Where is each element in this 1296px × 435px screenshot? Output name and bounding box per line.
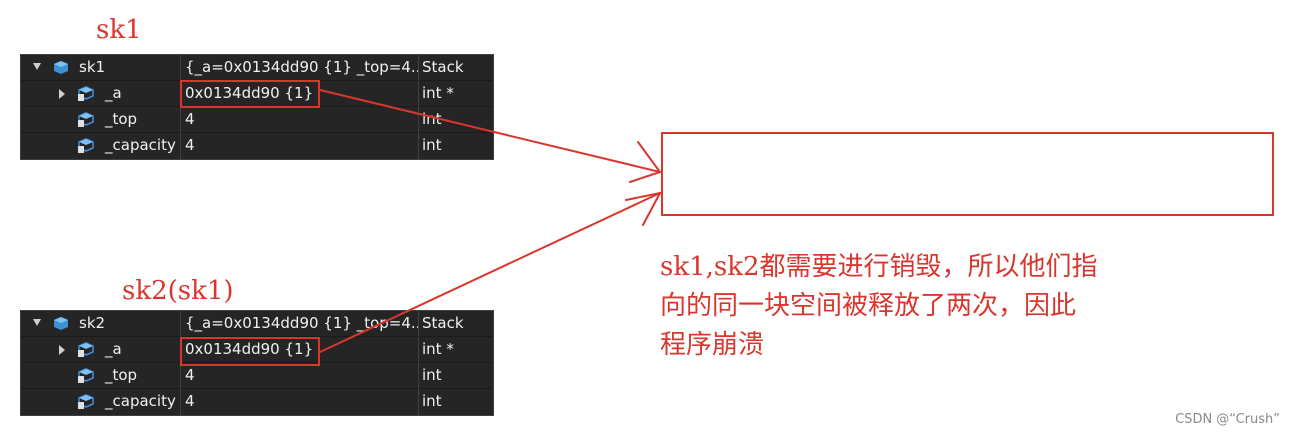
protected-member-icon [77,394,95,414]
shared-memory-box [661,132,1274,216]
watch-row-capacity[interactable]: _capacity 4 int [21,133,493,159]
protected-member-icon [77,112,95,132]
variable-name: sk1 [79,58,106,76]
variable-name: _a [105,84,122,102]
variable-value[interactable]: 0x0134dd90 {1} [181,81,419,107]
variable-type: Stack [422,58,464,76]
variable-value[interactable]: 4 [181,363,419,389]
variable-type: int * [422,84,454,102]
protected-member-icon [77,86,95,106]
highlight-box-sk2-a [180,337,320,366]
watch-row-sk2[interactable]: sk2 {_a=0x0134dd90 {1} _top=4... Stack [21,311,493,337]
watch-row-a[interactable]: _a 0x0134dd90 {1} int * [21,337,493,363]
watch-row-top[interactable]: _top 4 int [21,107,493,133]
watermark: CSDN @“Crush” [1175,412,1280,427]
variable-name: _capacity [105,136,176,154]
note-line: 向的同一块空间被释放了两次，因此 [660,291,1077,321]
variable-type: Stack [422,314,464,332]
arrowhead-icon [625,191,662,226]
variable-type: int [422,366,442,384]
protected-member-icon [77,342,95,362]
watch-row-capacity[interactable]: _capacity 4 int [21,389,493,415]
explanation-note: sk1,sk2都需要进行销毁，所以他们指 向的同一块空间被释放了两次，因此 程序… [660,248,1200,365]
variable-type: int * [422,340,454,358]
variable-name: _top [105,110,138,128]
watch-window-sk2: sk2 {_a=0x0134dd90 {1} _top=4... Stack _… [20,310,494,416]
variable-value[interactable]: 0x0134dd90 {1} [181,337,419,363]
collapse-icon[interactable] [33,319,41,326]
watch-window-sk1: sk1 {_a=0x0134dd90 {1} _top=4... Stack _… [20,54,494,160]
expand-icon[interactable] [59,345,65,355]
protected-member-icon [77,368,95,388]
variable-type: int [422,136,442,154]
expand-icon[interactable] [59,89,65,99]
arrowhead-icon [629,141,662,183]
sk1-label: sk1 [96,15,142,45]
variable-name: sk2 [79,314,106,332]
variable-value[interactable]: {_a=0x0134dd90 {1} _top=4... [181,311,419,337]
variable-name: _top [105,366,138,384]
arrow-sk1-to-box [319,89,661,173]
cube-icon [53,60,69,79]
variable-value[interactable]: 4 [181,107,419,133]
variable-type: int [422,392,442,410]
note-line: 程序崩溃 [660,330,765,360]
variable-type: int [422,110,442,128]
arrow-sk2-to-box [319,192,661,353]
protected-member-icon [77,138,95,158]
variable-name: _a [105,340,122,358]
variable-value[interactable]: 4 [181,133,419,159]
note-line: sk1,sk2都需要进行销毁，所以他们指 [660,252,1098,282]
highlight-box-sk1-a [180,80,320,108]
collapse-icon[interactable] [33,63,41,70]
sk2-label: sk2(sk1) [122,276,234,306]
variable-value[interactable]: 4 [181,389,419,415]
watch-row-top[interactable]: _top 4 int [21,363,493,389]
cube-icon [53,316,69,335]
variable-value[interactable]: {_a=0x0134dd90 {1} _top=4... [181,55,419,81]
variable-name: _capacity [105,392,176,410]
